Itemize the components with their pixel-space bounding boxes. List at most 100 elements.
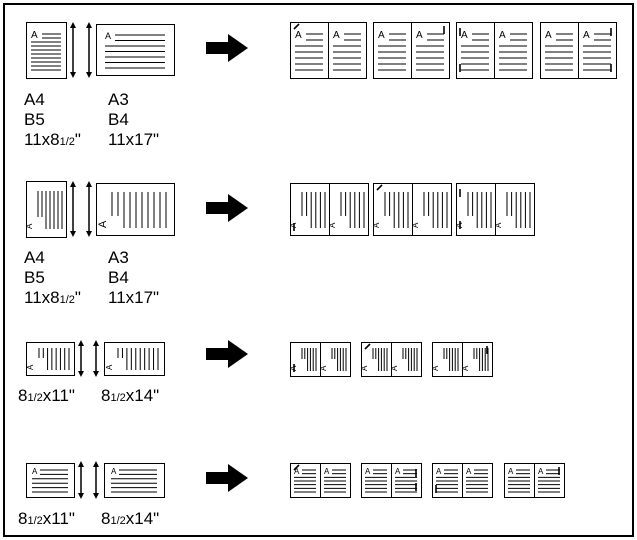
page-letter: A — [105, 31, 111, 41]
row1-right-size-ledger: 11x17" — [108, 130, 160, 149]
row1-right-size-a3: A3 — [108, 90, 129, 109]
row1-source-landscape: A — [96, 24, 175, 76]
arrow-head-up — [78, 340, 84, 346]
arrow-shape — [206, 34, 248, 62]
row2-left-size-b5: B5 — [24, 268, 45, 287]
double-arrow-icon — [78, 340, 84, 377]
page-letter: A — [466, 467, 472, 476]
page-letter: A — [431, 365, 440, 371]
arrow-right-icon — [206, 340, 248, 368]
staple-mark — [293, 464, 300, 471]
row4-left-size-letter: 81/2x11" — [18, 509, 75, 528]
page-icon — [290, 22, 329, 79]
page-icon — [411, 22, 450, 79]
staple-mark — [293, 23, 300, 30]
page-icon — [329, 183, 369, 236]
arrow-right-icon — [206, 34, 248, 62]
row1-right-size-b4: B4 — [108, 110, 129, 129]
row1-left-size-letter: 11x81/2" — [24, 130, 81, 149]
arrow-head-down — [86, 231, 92, 237]
row3-source-legal: A — [104, 342, 165, 376]
page-letter: A — [365, 467, 371, 476]
row2-left-size-letter: 11x81/2" — [24, 288, 81, 307]
arrow-right-icon — [206, 194, 248, 222]
row4-right-size-legal: 81/2x14" — [101, 509, 160, 528]
output-sheet: AA — [289, 183, 369, 236]
page-icon — [540, 22, 579, 79]
page-letter: A — [111, 467, 117, 476]
row1-left-size-a4: A4 — [24, 90, 45, 109]
arrow-head-down — [78, 493, 84, 499]
row2-right-size-a3: A3 — [108, 248, 129, 267]
page-icon — [373, 183, 413, 236]
arrow-shape — [206, 464, 248, 492]
double-arrow-icon — [93, 340, 99, 377]
double-arrow-icon — [70, 22, 76, 78]
page-letter: A — [395, 467, 401, 476]
output-sheet: AA — [455, 183, 535, 236]
row2-source-portrait: A — [25, 181, 67, 238]
arrow-head-down — [93, 493, 99, 499]
page-letter: A — [461, 30, 468, 41]
page-icon — [26, 342, 75, 376]
page-letter: A — [436, 467, 442, 476]
arrow-head-up — [70, 181, 76, 187]
page-icon — [412, 183, 452, 236]
page-letter: A — [494, 222, 503, 228]
page-letter: A — [372, 222, 381, 228]
arrow-head-up — [93, 340, 99, 346]
page-letter: A — [324, 467, 330, 476]
diagram-frame — [3, 3, 634, 537]
row3-right-size-legal: 81/2x14" — [101, 386, 160, 405]
staple-mark — [376, 184, 383, 191]
page-icon — [104, 342, 165, 376]
page-letter: A — [295, 30, 302, 41]
page-icon — [494, 22, 533, 79]
double-arrow-icon — [78, 461, 84, 499]
arrow-head-down — [78, 371, 84, 377]
row3-left-size-letter: 81/2x11" — [18, 386, 75, 405]
row4-source-letter: A — [26, 463, 75, 498]
page-icon — [578, 22, 617, 79]
double-arrow-icon — [86, 22, 92, 78]
row1-source-portrait: A — [26, 22, 67, 79]
row2-right-size-ledger: 11x17" — [108, 288, 160, 307]
arrow-head-up — [70, 22, 76, 28]
page-icon — [456, 22, 495, 79]
double-arrow-icon — [93, 461, 99, 499]
page-letter: A — [538, 467, 544, 476]
page-letter: A — [545, 30, 552, 41]
arrow-head-up — [86, 181, 92, 187]
row2-right-size-b4: B4 — [108, 268, 129, 287]
page-letter: A — [294, 467, 300, 476]
page-letter: A — [583, 30, 590, 41]
arrow-head-down — [93, 371, 99, 377]
page-letter: A — [32, 467, 38, 476]
page-icon — [96, 24, 175, 76]
page-letter: A — [508, 467, 514, 476]
arrow-head-down — [86, 72, 92, 78]
page-letter: A — [390, 365, 399, 371]
row4-source-legal: A — [104, 463, 165, 498]
page-letter: A — [319, 365, 328, 371]
page-icon — [373, 22, 412, 79]
double-arrow-icon — [86, 181, 92, 237]
staple-mark — [364, 343, 371, 350]
arrow-shape — [206, 340, 248, 368]
page-letter: A — [411, 222, 420, 228]
arrow-shape — [206, 194, 248, 222]
row2-left-size-a4: A4 — [24, 248, 45, 267]
arrow-right-icon — [206, 464, 248, 492]
page-letter: A — [378, 30, 385, 41]
page-letter: A — [333, 30, 340, 41]
page-letter: A — [499, 30, 506, 41]
page-letter: A — [360, 365, 369, 371]
